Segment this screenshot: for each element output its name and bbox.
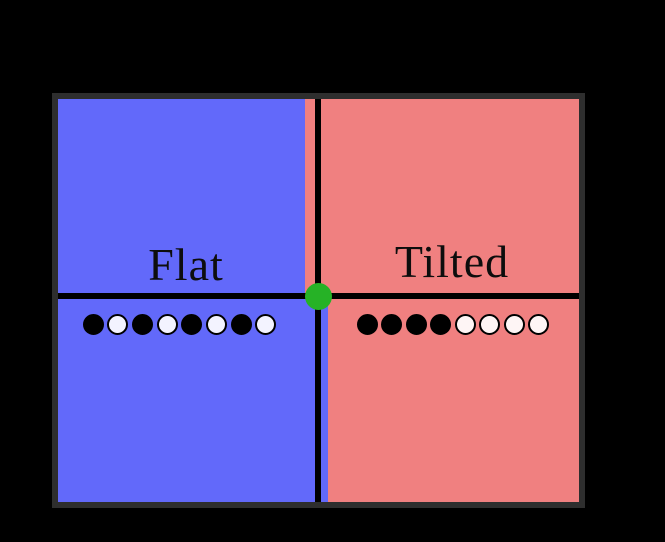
- flat-phase-region-lower: [58, 296, 328, 502]
- flat-region-label: Flat: [148, 239, 224, 290]
- tilted-phase-region-upper: [305, 99, 579, 296]
- flat-phase-region-upper: [58, 99, 305, 296]
- tilted-region-label: Tilted: [394, 236, 510, 287]
- phase-diagram: Flat Tilted: [52, 93, 585, 508]
- critical-point-marker: [305, 283, 332, 310]
- tilted-phase-region-lower: [328, 296, 579, 502]
